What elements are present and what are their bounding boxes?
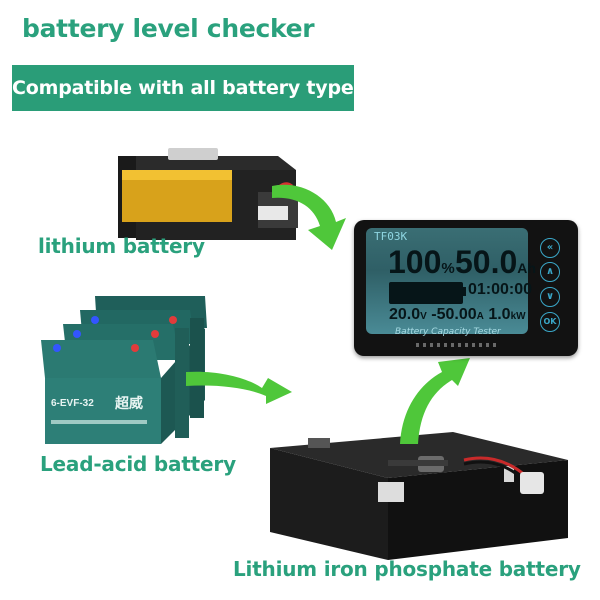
lithium-battery-label: lithium battery: [38, 234, 205, 258]
elapsed-time: 01:00:00: [468, 281, 533, 298]
compatibility-banner: Compatible with all battery types: [12, 65, 365, 111]
lead-acid-model-text: 6-EVF-32: [51, 398, 94, 409]
battery-bar-cap: [462, 287, 466, 296]
lead-acid-battery-label: Lead-acid battery: [40, 452, 236, 476]
lifepo4-battery-image: [270, 432, 568, 560]
up-button[interactable]: ∧: [540, 262, 560, 282]
device-model: TF03K: [374, 230, 408, 243]
page-title: battery level checker: [22, 14, 315, 43]
lifepo4-battery-label: Lithium iron phosphate battery: [233, 557, 581, 581]
voltage-current-power: 20.0V -50.00A 1.0kW: [389, 306, 526, 323]
ok-button[interactable]: OK: [540, 312, 560, 332]
lead-acid-brand-text: 超威: [114, 395, 143, 412]
battery-level-bar: [389, 282, 463, 304]
device-vents: [416, 343, 496, 347]
tester-screen: [366, 228, 528, 334]
back-button[interactable]: «: [540, 238, 560, 258]
capacity-value: 50.0Ah: [455, 244, 536, 280]
charge-percent: 100%: [388, 244, 455, 280]
lithium-battery-image: [118, 148, 298, 240]
down-button[interactable]: ∨: [540, 287, 560, 307]
lead-acid-battery-image: 6-EVF-32 超威: [41, 296, 207, 444]
tester-caption: Battery Capacity Tester: [395, 327, 501, 337]
